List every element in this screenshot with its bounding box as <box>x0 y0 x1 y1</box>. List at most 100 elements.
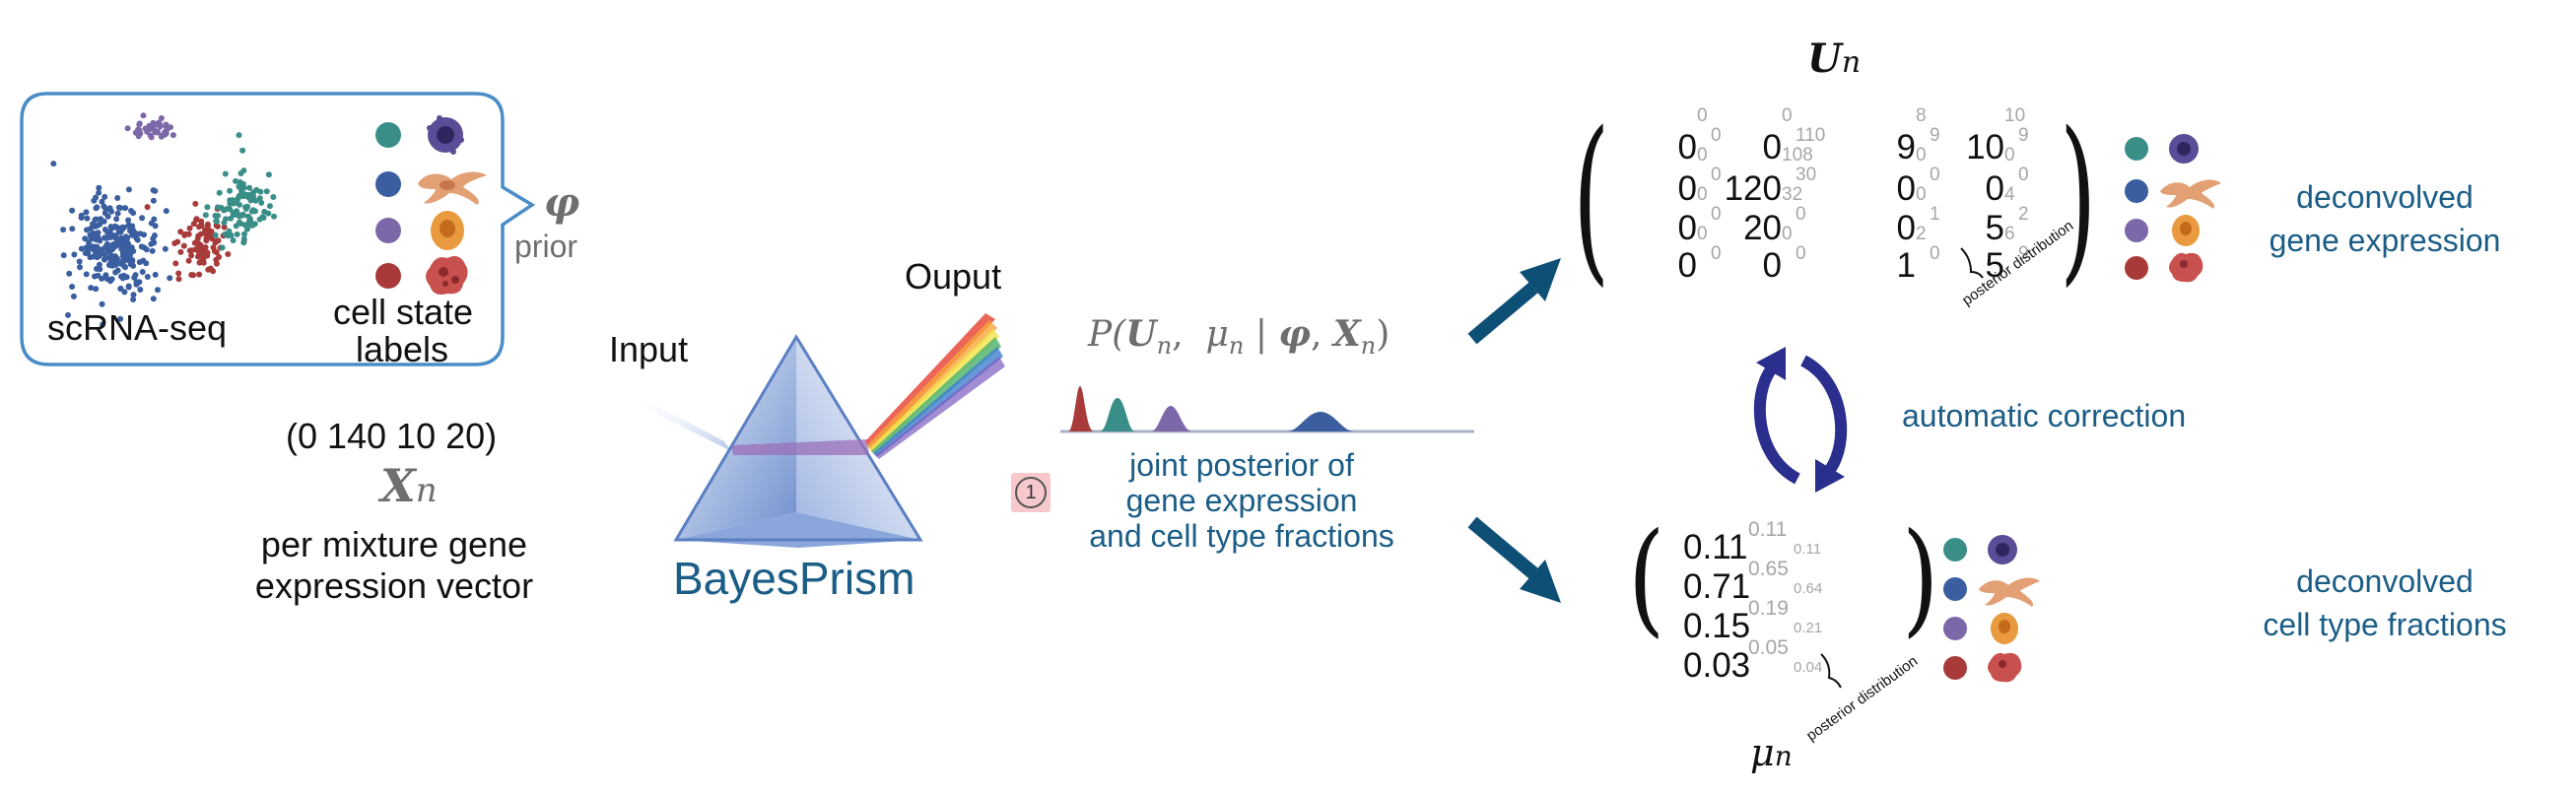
fraction-posterior-sample: 0.65 <box>1748 558 1789 580</box>
scatter-point <box>233 177 238 184</box>
gene-matrix-cell: 0 <box>1677 209 1697 247</box>
scatter-point <box>236 183 242 190</box>
scatter-point <box>270 194 277 200</box>
gene-matrix-cell: 10 <box>1966 128 2004 166</box>
gene-matrix-cell: 20 <box>1743 209 1782 247</box>
scatter-point <box>135 133 142 140</box>
scatter-point <box>77 264 83 271</box>
scatter-point <box>93 286 100 293</box>
cell-state-labels-line2: labels <box>355 329 449 369</box>
scatter-point <box>245 213 252 220</box>
gene-posterior-sample: 4 <box>2004 184 2015 205</box>
gene-posterior-sample: 0 <box>1930 243 1940 264</box>
scatter-point <box>271 213 277 220</box>
fraction-value: 0.71 <box>1683 567 1751 606</box>
scatter-point <box>204 221 211 228</box>
scatter-point <box>83 209 90 216</box>
fraction-posterior-sample: 0.04 <box>1794 659 1823 676</box>
scatter-point <box>133 234 140 241</box>
scatter-point <box>155 128 161 135</box>
gene-posterior-sample: 0 <box>2018 165 2029 185</box>
blue-cell-dot <box>1943 577 1967 601</box>
teal-cell-dot <box>375 122 401 148</box>
gene-posterior-sample: 32 <box>1782 184 1803 205</box>
scatter-point <box>237 201 242 208</box>
tumor-cell-icon <box>426 256 468 295</box>
gene-expression-label-line1: deconvolved <box>2296 179 2474 215</box>
scatter-point <box>244 192 251 199</box>
scatter-point <box>99 275 105 282</box>
scatter-point <box>193 217 200 224</box>
scatter-point <box>248 208 255 215</box>
gene-posterior-sample: 0 <box>1796 243 1806 264</box>
gene-matrix-cell: 5 <box>1985 246 2004 285</box>
gene-matrix-legend <box>2125 134 2221 283</box>
scatter-point <box>216 189 223 196</box>
scatter-point <box>99 300 105 307</box>
scatter-point <box>120 262 127 269</box>
scatter-point <box>95 230 102 236</box>
scatter-point <box>114 195 121 201</box>
scatter-point <box>110 232 116 239</box>
scatter-point <box>102 243 109 250</box>
scatter-point <box>99 198 105 205</box>
epithelial-cell-icon <box>1991 613 2018 644</box>
fibroblast-icon <box>2160 179 2221 209</box>
scatter-point <box>235 196 241 202</box>
fraction-vector-left-paren: ( <box>1628 505 1665 650</box>
fraction-value: 0.11 <box>1683 528 1748 566</box>
scatter-point <box>133 281 140 288</box>
gene-matrix-cell: 120 <box>1724 169 1782 208</box>
scatter-point <box>188 252 195 259</box>
scatter-point <box>71 251 78 258</box>
scatter-point <box>96 189 102 196</box>
scatter-point <box>60 227 67 233</box>
scatter-point <box>191 239 198 246</box>
arrow-to-gene-expression <box>1467 258 1561 345</box>
scatter-point <box>93 194 100 201</box>
gene-posterior-sample: 0 <box>1782 224 1793 244</box>
scatter-point <box>69 207 76 214</box>
automatic-correction-label: automatic correction <box>1902 398 2187 433</box>
gene-posterior-sample: 9 <box>1930 125 1940 146</box>
scatter-point <box>163 208 169 215</box>
scatter-point <box>221 220 228 227</box>
scatter-point <box>200 257 207 263</box>
gene-matrix-cell: 1 <box>1896 246 1916 285</box>
scatter-point <box>102 227 108 232</box>
scatter-point <box>101 256 107 263</box>
scatter-point <box>186 225 193 232</box>
scatter-point <box>66 270 73 277</box>
gene-matrix-cell: 0 <box>1762 128 1782 166</box>
scatter-point <box>203 237 210 244</box>
scatter-point <box>124 125 131 132</box>
scatter-point <box>167 275 173 282</box>
scatter-point <box>100 321 106 328</box>
gene-matrix-left-paren: ( <box>1573 93 1610 303</box>
density-peak-teal <box>1100 398 1135 431</box>
scatter-point <box>86 239 93 246</box>
fibroblast-icon <box>418 171 487 205</box>
blue-cell-dot <box>2125 179 2148 203</box>
scatter-point <box>236 132 242 139</box>
scatter-point <box>150 197 157 204</box>
scatter-point <box>83 271 90 278</box>
cell-fractions-label-line2: cell type fractions <box>2263 607 2507 642</box>
scatter-point <box>96 184 102 191</box>
gene-expression-label-line2: gene expression <box>2269 223 2501 258</box>
scatter-point <box>102 234 108 241</box>
scatter-point <box>247 197 254 204</box>
scatter-point <box>212 232 219 238</box>
scatter-point <box>152 223 159 230</box>
scatter-point <box>70 293 77 299</box>
scatter-point <box>222 170 229 177</box>
scatter-point <box>124 235 130 242</box>
scatter-point <box>78 245 85 252</box>
cell-state-labels-line1: cell state <box>333 292 474 332</box>
posterior-caption-line2: gene expression <box>1125 483 1358 518</box>
fraction-posterior-sample: 0.11 <box>1748 518 1788 541</box>
gene-posterior-sample: 0 <box>1711 243 1722 264</box>
arrow-to-cell-fractions <box>1467 516 1561 603</box>
